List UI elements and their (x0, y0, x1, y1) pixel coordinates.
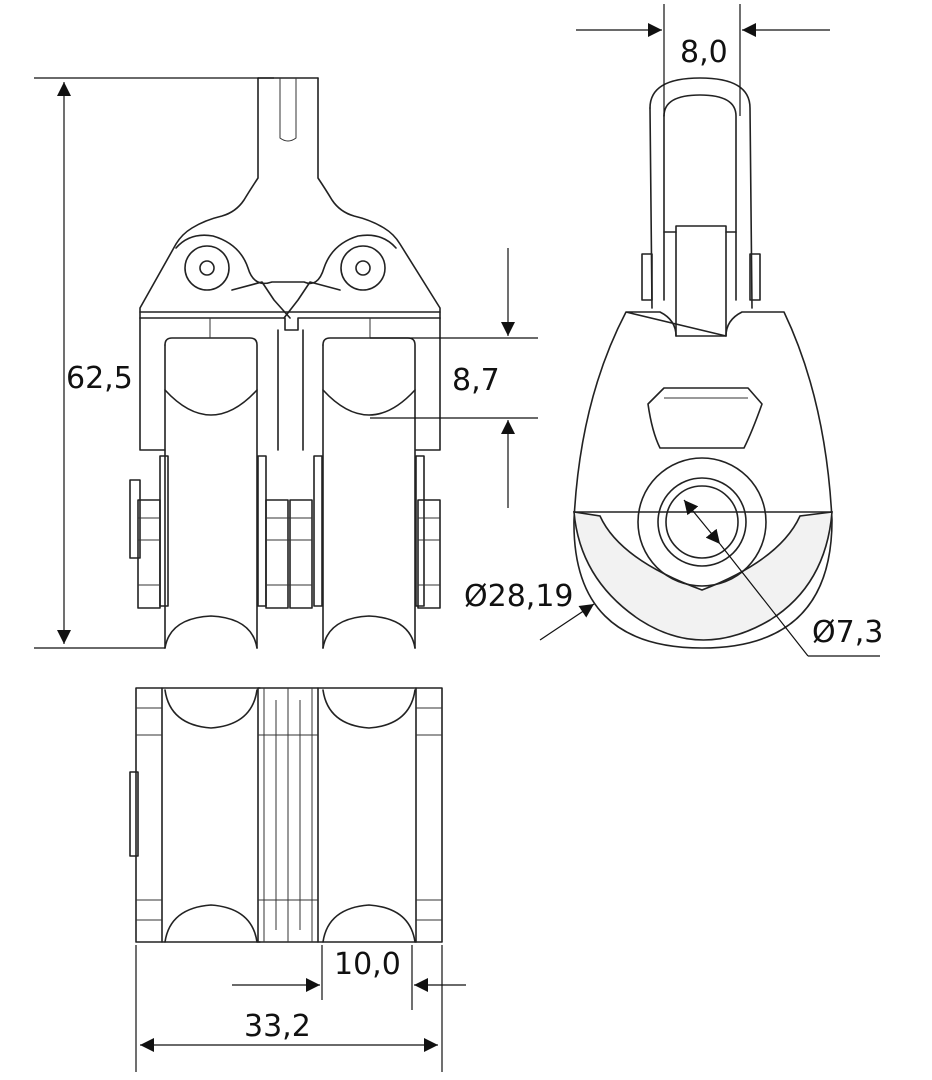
dimension-bore-diameter: Ø7,3 (683, 499, 883, 657)
front-view (129, 77, 441, 649)
dimension-shackle-width: 8,0 (576, 4, 830, 116)
dimension-total-width: 33,2 (135, 945, 443, 1072)
dim-label-height-overall: 62,5 (66, 361, 133, 396)
dimension-sheave-width: 10,0 (232, 945, 466, 1010)
dimension-height-overall: 62,5 (34, 77, 274, 649)
dimension-sheave-diameter: Ø28,19 (464, 579, 595, 641)
side-view (573, 77, 833, 649)
dim-label-sheave-axis-offset: 8,7 (452, 363, 500, 398)
bottom-view (129, 687, 443, 943)
dim-label-sheave-width: 10,0 (334, 947, 401, 982)
dim-label-bore-diameter: Ø7,3 (812, 615, 883, 650)
dimension-sheave-axis-offset: 8,7 (370, 248, 538, 508)
dim-label-sheave-diameter: Ø28,19 (464, 579, 574, 614)
dim-label-total-width: 33,2 (244, 1009, 311, 1044)
dim-label-shackle-width: 8,0 (680, 35, 728, 70)
